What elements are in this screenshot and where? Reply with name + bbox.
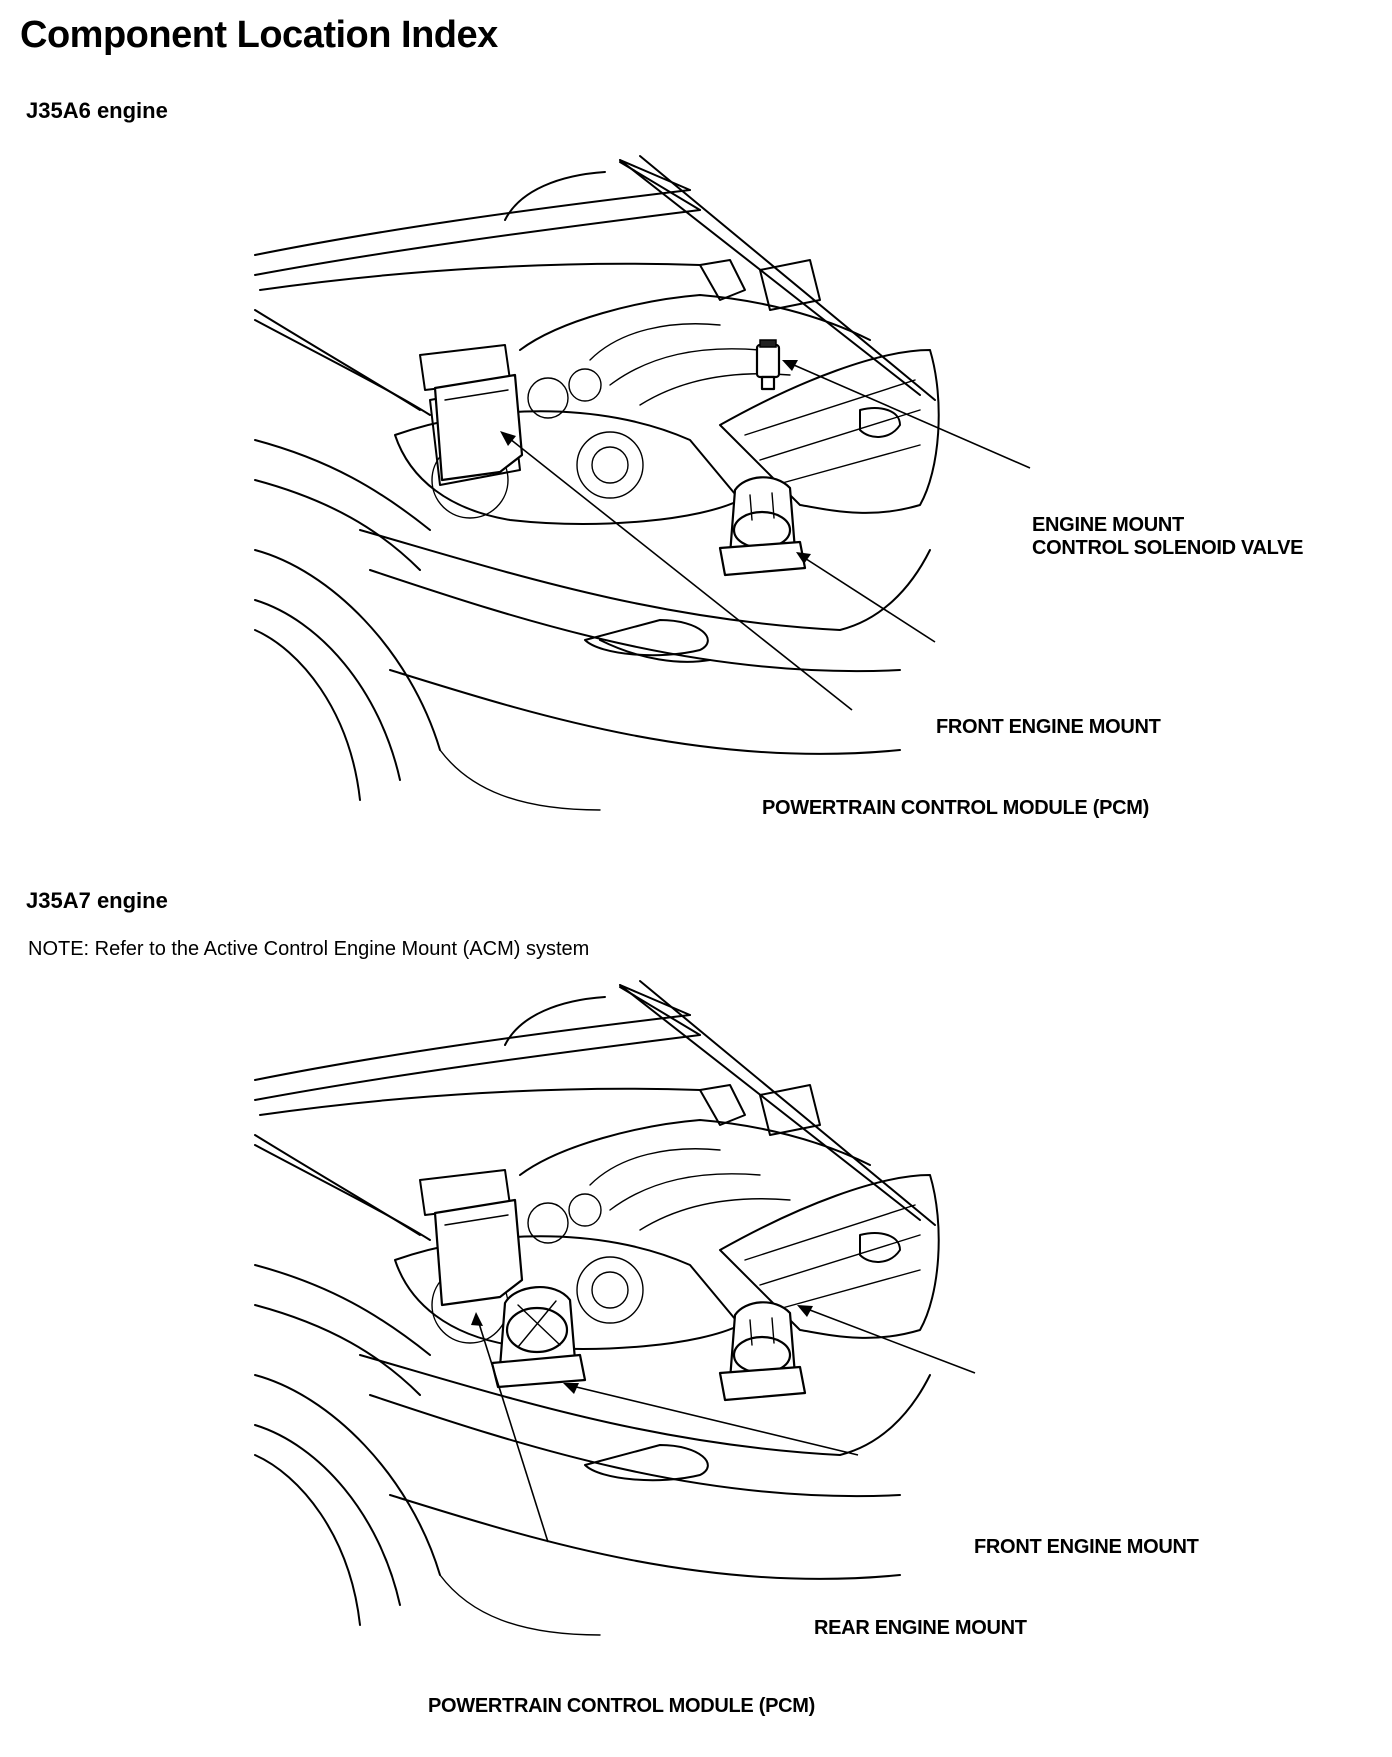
section-note-j35a7: NOTE: Refer to the Active Control Engine…: [28, 938, 590, 960]
diagram-j35a6: ENGINE MOUNT CONTROL SOLENOID VALVE FRON…: [0, 150, 1392, 850]
diagram-j35a7: FRONT ENGINE MOUNT REAR ENGINE MOUNT POW…: [0, 975, 1392, 1752]
vehicle-outline: [254, 980, 940, 1636]
section-heading-j35a7: J35A7 engine: [26, 888, 168, 913]
callout-front-engine-mount: FRONT ENGINE MOUNT: [974, 1536, 1199, 1558]
car-front-illustration-j35a7: [254, 980, 976, 1636]
callout-solenoid-valve: ENGINE MOUNT CONTROL SOLENOID VALVE: [1032, 514, 1304, 560]
front-engine-mount-component: [718, 1301, 807, 1402]
vehicle-outline: [254, 155, 940, 811]
pcm-component: [433, 1198, 524, 1307]
car-front-illustration-j35a6: [254, 155, 1031, 811]
callout-pcm: POWERTRAIN CONTROL MODULE (PCM): [762, 797, 1149, 819]
leader-lines: [471, 1305, 976, 1543]
solenoid-valve-component: [755, 339, 781, 391]
callout-front-engine-mount: FRONT ENGINE MOUNT: [936, 716, 1161, 738]
rear-engine-mount-component: [490, 1286, 587, 1389]
page-title: Component Location Index: [20, 14, 498, 56]
callout-rear-engine-mount: REAR ENGINE MOUNT: [814, 1617, 1027, 1639]
callout-pcm: POWERTRAIN CONTROL MODULE (PCM): [428, 1695, 815, 1717]
callout-solenoid-line2: CONTROL SOLENOID VALVE: [1032, 537, 1304, 559]
front-engine-mount-component: [718, 476, 807, 577]
section-heading-j35a6: J35A6 engine: [26, 98, 168, 123]
pcm-component: [433, 373, 524, 482]
callout-solenoid-line1: ENGINE MOUNT: [1032, 514, 1184, 536]
leader-lines: [500, 360, 1031, 711]
